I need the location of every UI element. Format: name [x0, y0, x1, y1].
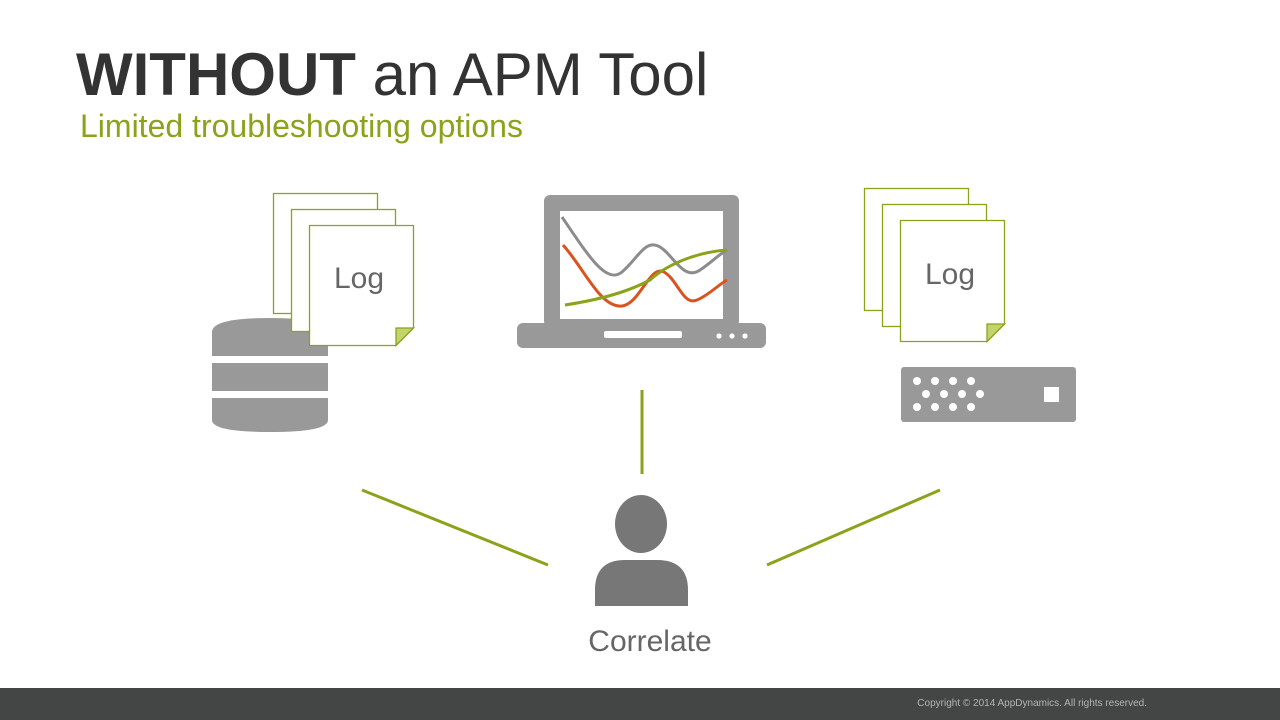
connector-lines: [361, 390, 941, 567]
chart-line-green: [564, 248, 728, 307]
slide-title: WITHOUT an APM Tool: [76, 40, 708, 110]
server-icon: [901, 367, 1076, 422]
chart-line-gray: [560, 216, 728, 277]
laptop-chart-icon: [517, 195, 766, 348]
slide-subtitle: Limited troubleshooting options: [80, 108, 523, 144]
correlate-label: Correlate: [588, 625, 712, 658]
connector-right: [766, 488, 941, 567]
left-log-label: Log: [334, 262, 385, 295]
title-rest: an APM Tool: [355, 41, 709, 108]
copyright-text: Copyright © 2014 AppDynamics. All rights…: [917, 698, 1147, 709]
title-bold: WITHOUT: [76, 41, 356, 108]
diagram: [212, 187, 1076, 606]
footer-bar: Copyright © 2014 AppDynamics. All rights…: [0, 688, 1280, 720]
log-file-stack-icon: [272, 192, 416, 348]
connector-left: [361, 488, 549, 567]
right-log-label: Log: [925, 258, 976, 291]
log-file-stack-icon: [863, 187, 1007, 344]
person-icon: [595, 495, 688, 606]
